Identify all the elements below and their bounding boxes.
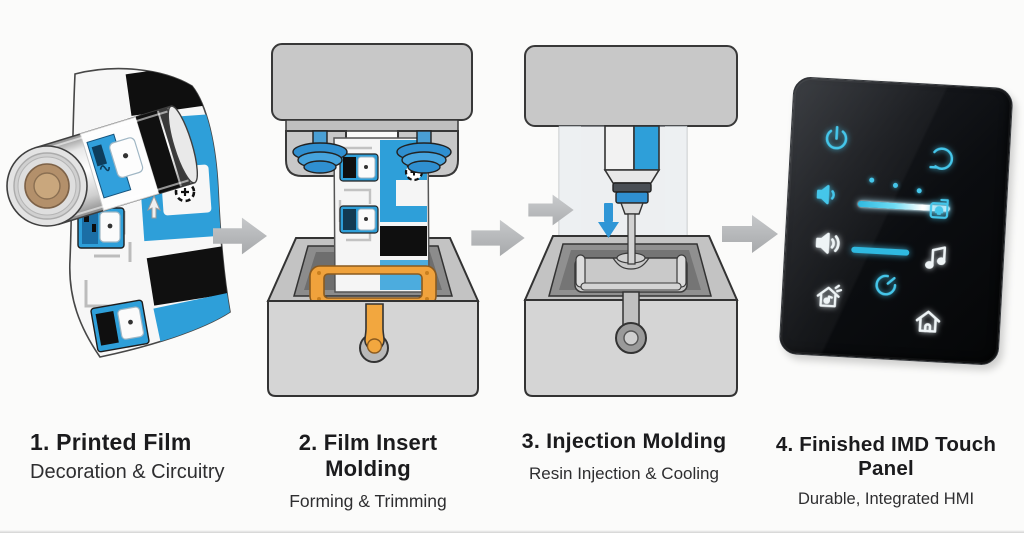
step-1-subtitle: Decoration & Circuitry: [30, 461, 225, 483]
image-bottom-edge: [0, 530, 1024, 533]
step-2-illustration: [256, 40, 491, 405]
process-arrow-2-3-lower: [470, 218, 526, 258]
rotate-icon: [926, 143, 958, 175]
step-3-title: 3. Injection Molding: [521, 429, 727, 453]
slider-dot-1: [869, 177, 875, 183]
suction-clamp-left: [292, 130, 348, 174]
doorbell-camera-icon: [925, 195, 955, 225]
step-1-illustration: [2, 28, 247, 423]
volume-slider: [851, 246, 910, 256]
peel-direction-arrow: [147, 194, 161, 219]
process-arrow-1-2: [213, 215, 267, 257]
film-roll-core: [6, 145, 88, 227]
restart-icon: [871, 270, 902, 301]
step-3-illustration: [513, 40, 748, 405]
step-1-title: 1. Printed Film: [30, 429, 192, 455]
smart-home-icon: [812, 280, 845, 313]
step-4-subtitle: Durable, Integrated HMI: [797, 490, 975, 508]
injection-barrel: [603, 125, 661, 265]
step-2-title: 2. Film Insert Molding: [298, 430, 438, 481]
process-arrow-3-4: [722, 212, 778, 256]
slider-dot-2: [892, 182, 899, 189]
down-arrow: [598, 203, 619, 238]
film-insert-press-graphic: [266, 43, 480, 397]
film-module-1: [77, 207, 125, 249]
power-icon: [821, 123, 853, 155]
step-2-caption: 2. Film Insert Molding Forming & Trimmin…: [254, 430, 482, 512]
step-2-subtitle: Forming & Trimming: [289, 491, 447, 511]
home-icon: [911, 304, 946, 339]
suction-clamp-right: [396, 130, 452, 174]
process-arrow-2-3-upper: [527, 193, 575, 227]
step-3-subtitle: Resin Injection & Cooling: [529, 464, 719, 483]
step-4-caption: 4. Finished IMD Touch Panel Durable, Int…: [756, 433, 1016, 509]
step-3-caption: 3. Injection Molding Resin Injection & C…: [508, 429, 740, 484]
injection-rod: [627, 213, 636, 265]
film-module-2: [90, 299, 150, 353]
volume-high-icon: [811, 225, 847, 261]
printed-film-roll-graphic: [6, 67, 231, 358]
suspended-film: [333, 137, 430, 293]
step-4-illustration: [778, 76, 1014, 366]
step-4-title: 4. Finished IMD Touch Panel: [775, 433, 997, 480]
step-1-caption: 1. Printed Film Decoration & Circuitry: [30, 429, 245, 484]
injection-unit-graphic: [523, 45, 739, 397]
press-head: [271, 43, 473, 121]
machine-head: [524, 45, 738, 127]
music-note-icon: [920, 240, 953, 273]
slider-dot-3: [916, 188, 922, 194]
volume-low-icon: [812, 178, 845, 211]
press-bar: [285, 119, 459, 132]
